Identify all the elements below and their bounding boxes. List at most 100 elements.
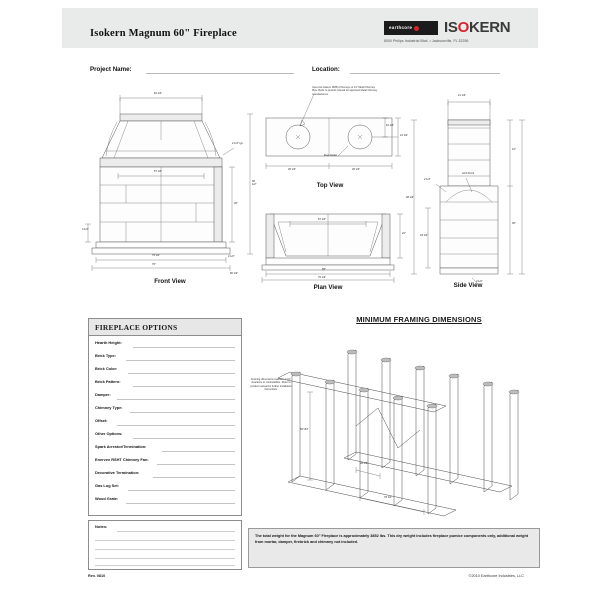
front-dim-base-width: 75 1/2" xyxy=(152,254,161,257)
front-view-label: Front View xyxy=(154,278,186,285)
fireplace-option-label: Brick Pattern: xyxy=(95,379,121,384)
framing-section-title-text: MINIMUM FRAMING DIMENSIONS xyxy=(356,315,482,324)
top-dim-inset: 10 1/2" xyxy=(386,124,395,127)
fireplace-option-input[interactable] xyxy=(132,438,235,439)
fireplace-option-label: Decorative Termination: xyxy=(95,470,140,475)
top-view-chimney-note: Uses two Isokern DM54 Chimneys or 14" Me… xyxy=(312,86,378,96)
revision-label: Rev. 0810 xyxy=(88,574,106,578)
fireplace-option-row[interactable]: Other Options: xyxy=(95,430,235,442)
front-dim-base-width-2: 76" xyxy=(152,263,156,266)
notes-line[interactable] xyxy=(95,558,235,559)
fireplace-option-row[interactable]: Enervex RSHT Chimney Fan: xyxy=(95,456,235,468)
fireplace-options-header: FIREPLACE OPTIONS xyxy=(89,319,241,336)
plan-view-label: Plan View xyxy=(313,284,343,291)
fireplace-option-row[interactable]: Brick Color: xyxy=(95,365,235,377)
fireplace-option-label: Brick Type: xyxy=(95,353,116,358)
earthcore-logo-mark: earthcore xyxy=(384,21,438,35)
fireplace-option-row[interactable]: Offset: xyxy=(95,417,235,429)
fireplace-option-input[interactable] xyxy=(152,477,235,478)
isokern-wordmark-part1: IS xyxy=(444,19,458,36)
plan-dim-inner-width: 57 1/4" xyxy=(318,218,327,221)
weight-note-text: The total weight for the Magnum 60" Fire… xyxy=(255,534,529,544)
side-dim-base: 2 1/2" xyxy=(476,280,483,283)
notes-line[interactable] xyxy=(95,540,235,541)
notes-panel[interactable]: Notes: xyxy=(88,520,242,570)
earthcore-wordmark: earthcore xyxy=(389,25,413,30)
framing-clearance-note: Framing dimensions maintain 1 1/2" clear… xyxy=(250,378,292,392)
framing-isometric-drawing: Framing dimensions maintain 1 1/2" clear… xyxy=(248,330,538,520)
plan-dim-depth: 22" xyxy=(402,232,406,235)
side-dim-chimney-height: 16" xyxy=(512,148,516,151)
fireplace-option-row[interactable]: Wood Grate: xyxy=(95,495,235,507)
framing-dim-height: 60"-84" xyxy=(300,428,309,431)
top-view-drawing: Uses two Isokern DM54 Chimneys or 14" Me… xyxy=(252,86,412,194)
fireplace-option-row[interactable]: Hearth Height: xyxy=(95,339,235,351)
fireplace-option-label: Chimney Type: xyxy=(95,405,123,410)
notes-line[interactable] xyxy=(95,565,235,566)
fireplace-option-label: Gas Log Set: xyxy=(95,483,119,488)
front-note-corbel: 2 1/4" typ. xyxy=(232,142,244,145)
front-dim-outer-width: 80 1/2" xyxy=(230,272,239,275)
fireplace-option-input[interactable] xyxy=(132,347,235,348)
framing-section-title: MINIMUM FRAMING DIMENSIONS xyxy=(300,315,538,324)
top-dim-right-width: 36 1/2" xyxy=(352,168,361,171)
fireplace-option-input[interactable] xyxy=(125,503,235,504)
side-dim-firebox-height: 30" xyxy=(512,222,516,225)
fireplace-option-label: Spark Arrestor/Termination: xyxy=(95,444,147,449)
plan-dim-overall-width: 76 1/2" xyxy=(318,276,327,279)
side-view-label: Side View xyxy=(453,282,483,289)
location-label: Location: xyxy=(312,66,340,73)
fireplace-option-input[interactable] xyxy=(128,490,235,491)
weight-note-panel: The total weight for the Magnum 60" Fire… xyxy=(248,528,540,568)
fireplace-option-row[interactable]: Brick Type: xyxy=(95,352,235,364)
notes-line[interactable] xyxy=(117,531,235,532)
fireplace-option-row[interactable]: Damper: xyxy=(95,391,235,403)
fireplace-option-input[interactable] xyxy=(116,425,235,426)
fireplace-option-row[interactable]: Chimney Type: xyxy=(95,404,235,416)
side-dim-offset: 2 1/4" xyxy=(424,178,431,181)
fireplace-options-heading: FIREPLACE OPTIONS xyxy=(95,323,178,332)
isokern-wordmark-part2: KERN xyxy=(468,19,511,36)
copyright-label: ©2010 Earthcore Industries, LLC xyxy=(468,574,524,578)
fireplace-option-label: Enervex RSHT Chimney Fan: xyxy=(95,457,149,462)
fireplace-option-input[interactable] xyxy=(116,399,235,400)
front-view-drawing: 62 1/4" 57 1/4" 48 1/2" 30" 4 1/2" 75 1/… xyxy=(82,92,260,285)
framing-dim-depth: 28 1/2" xyxy=(360,462,369,465)
fireplace-option-row[interactable]: Decorative Termination: xyxy=(95,469,235,481)
isokern-wordmark: ISOKERN xyxy=(444,19,511,36)
front-dim-hearth-thickness: 4 1/2" xyxy=(82,228,89,231)
fireplace-option-row[interactable]: Brick Pattern: xyxy=(95,378,235,390)
front-dim-overall-height: 48 1/2" xyxy=(252,180,257,186)
notes-label: Notes: xyxy=(95,524,108,529)
spec-sheet-page: Isokern Magnum 60" Fireplace earthcore I… xyxy=(62,0,540,600)
fireplace-option-input[interactable] xyxy=(125,360,235,361)
fireplace-option-label: Wood Grate: xyxy=(95,496,119,501)
fireplace-option-input[interactable] xyxy=(161,451,235,452)
fireplace-option-row[interactable]: Spark Arrestor/Termination: xyxy=(95,443,235,455)
top-dim-depth: 21 1/2" xyxy=(400,134,409,137)
isokern-wordmark-dot: O xyxy=(457,19,470,36)
side-note-arch: Arch Front xyxy=(462,172,475,175)
fireplace-option-input[interactable] xyxy=(132,386,235,387)
fireplace-option-input[interactable] xyxy=(130,412,235,413)
plan-view-drawing: 57 1/4" 22" 68" 76 1/2" Plan View xyxy=(252,200,412,291)
fireplace-option-label: Other Options: xyxy=(95,431,123,436)
fireplace-option-input[interactable] xyxy=(128,373,235,374)
isokern-logo: earthcore ISOKERN 8000 Philips Industria… xyxy=(384,19,524,47)
fireplace-option-row[interactable]: Gas Log Set: xyxy=(95,482,235,494)
plan-dim-front-width: 68" xyxy=(322,268,326,271)
fireplace-option-label: Hearth Height: xyxy=(95,340,122,345)
company-address: 8000 Philips Industrial Blvd. • Jacksonv… xyxy=(384,39,469,43)
fireplace-option-label: Damper: xyxy=(95,392,111,397)
side-view-drawing: 21 1/2" 48 1/2" 16" 30" 18 1/2" 2 1/4" A… xyxy=(406,92,530,289)
notes-line[interactable] xyxy=(95,549,235,550)
front-dim-opening-width: 57 1/4" xyxy=(154,170,163,173)
location-input[interactable] xyxy=(350,73,500,74)
fireplace-options-panel: FIREPLACE OPTIONS Hearth Height: Brick Ty… xyxy=(88,318,242,516)
top-view-flue-label: Flue Outlet xyxy=(324,154,337,157)
project-name-input[interactable] xyxy=(146,73,294,74)
side-dim-top-depth: 21 1/2" xyxy=(458,94,467,97)
top-dim-left-width: 36 1/2" xyxy=(288,168,297,171)
fireplace-option-input[interactable] xyxy=(157,464,235,465)
side-dim-hearth: 18 1/2" xyxy=(420,234,429,237)
